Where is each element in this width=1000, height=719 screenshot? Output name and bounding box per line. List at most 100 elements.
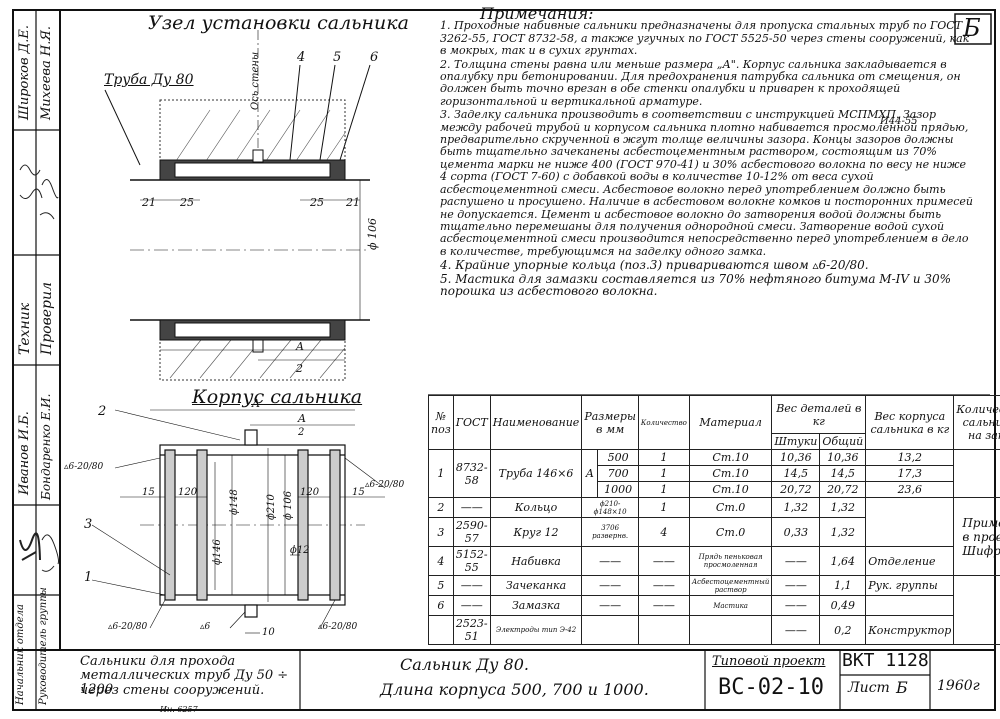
- weld-bottom-6: ▵6: [200, 622, 211, 632]
- sheet-number-box: Б: [963, 14, 981, 42]
- cell-name: Круг 12: [489, 517, 583, 547]
- dim-d106: ϕ 106: [283, 490, 294, 520]
- notes-annotation: И44-55: [880, 116, 918, 127]
- cell-a: 1000: [597, 481, 639, 498]
- cell-name: Электроды тип Э-42: [489, 615, 583, 645]
- cell-w2: 14,5: [819, 465, 867, 482]
- cell-size: [581, 615, 639, 645]
- cell-body: 17,3: [865, 465, 955, 482]
- cell-qty: ——: [637, 575, 690, 596]
- cell-order: [953, 449, 1000, 498]
- dim-a-half-den: 2: [298, 427, 305, 438]
- signatures: [19, 164, 59, 572]
- cell-w2: 10,36: [819, 449, 867, 466]
- cipher-label: Шифр: [962, 543, 1000, 558]
- wall-axis-label: Ось стены: [250, 51, 261, 110]
- dim-half-a: A: [296, 340, 304, 353]
- product-name: Сальник Ду 80.: [400, 655, 529, 674]
- dim-120-left: 120: [178, 487, 198, 498]
- th-material: Материал: [688, 395, 773, 450]
- cell-body: 23,6: [865, 481, 955, 498]
- cell-gost: ——: [452, 575, 491, 596]
- cell-w1: 1,32: [771, 497, 821, 518]
- cell-w2: 0,2: [819, 615, 867, 645]
- year: 1960г: [937, 678, 980, 694]
- cell-name: Зачеканка: [489, 575, 583, 596]
- note-1: 1. Проходные набивные сальники предназна…: [440, 19, 970, 58]
- cell-name: Труба 146×6: [489, 449, 583, 498]
- cell-mat: Мастика: [688, 595, 773, 616]
- cell-pos: 5: [428, 575, 454, 596]
- sheet-number: Б: [896, 678, 908, 697]
- dim-a: A: [252, 397, 260, 410]
- dim-d146: ϕ146: [212, 539, 223, 565]
- project-code: ВКТ 1128: [842, 650, 929, 671]
- cell-size: ϕ210-ϕ148×10: [581, 497, 639, 518]
- cell-gost: ——: [452, 497, 491, 518]
- table-row: 4 5152-55 Набивка —— —— Прядь пеньковая …: [428, 546, 1000, 576]
- th-size: Размеры в мм: [581, 395, 639, 450]
- cell-w2: 0,49: [819, 595, 867, 616]
- callout-6: 6: [370, 50, 379, 65]
- cell-qty: 1: [637, 497, 690, 518]
- cell-qty: 1: [637, 465, 690, 482]
- cell-pos: 4: [428, 546, 454, 576]
- th-pos: № поз: [428, 395, 454, 450]
- dim-d210: ϕ210: [266, 494, 277, 520]
- applied-in-project: Применен в проекте: [962, 515, 1000, 544]
- callout-3: 3: [84, 517, 93, 532]
- cell-body: Рук. группы: [865, 575, 955, 596]
- note-5: 5. Мастика для замазки составляется из 7…: [440, 271, 952, 298]
- th-order-qty: Количество сальников на заказ: [953, 395, 1000, 450]
- top-view-title: Узел установки сальника: [148, 12, 409, 34]
- cell-size: ——: [581, 575, 639, 596]
- cell-w1: 14,5: [771, 465, 821, 482]
- desc-line-2: через стены сооружений.: [80, 683, 265, 698]
- dim-half-a-den: 2: [296, 362, 303, 375]
- weld-bl: ▵6-20/80: [108, 622, 148, 632]
- cell-mat: Ст.10: [688, 449, 773, 466]
- pipe-label: Труба Ду 80: [104, 72, 194, 88]
- cell-gost: 2523-51: [452, 615, 491, 645]
- cell-body: [865, 595, 955, 616]
- callout-2: 2: [98, 404, 107, 419]
- body-view-title: Корпус сальника: [192, 386, 363, 408]
- cell-w1: 10,36: [771, 449, 821, 466]
- callout-5: 5: [333, 50, 342, 65]
- cell-body: Конструктор: [865, 615, 955, 645]
- dim-d148: ϕ148: [229, 489, 240, 515]
- spec-table: № поз ГОСТ Наименование Размеры в мм Кол…: [428, 395, 1000, 645]
- dim-left-gap: 21: [142, 196, 156, 209]
- cell-name: Кольцо: [489, 497, 583, 518]
- inventory-number: Ин. 6257: [160, 705, 198, 714]
- table-row: 5 —— Зачеканка —— —— Асбестоцементный ра…: [428, 575, 1000, 645]
- cell-gost: 5152-55: [452, 546, 491, 576]
- cell-w1: ——: [771, 615, 821, 645]
- cell-w1: ——: [771, 546, 821, 576]
- table-row: 700 1 Ст.10 14,5 14,5 17,3: [429, 465, 1000, 482]
- dim-10: 10: [262, 627, 275, 638]
- weld-tl: ▵6-20/80: [64, 462, 104, 472]
- desc-line-1: Сальники для прохода металлических труб …: [80, 654, 289, 697]
- cell-mat: Ст.0: [688, 517, 773, 547]
- cell-mat: Асбестоцементный раствор: [688, 575, 773, 596]
- cell-name: Набивка: [489, 546, 583, 576]
- th-w-total: Общий: [819, 433, 867, 450]
- cell-pos: 1: [428, 449, 454, 498]
- type-project-label: Типовой проект: [712, 654, 826, 669]
- dim-120-right: 120: [300, 487, 320, 498]
- weld-tr: ▵6-20/80: [365, 480, 405, 490]
- dim-right-gap: 21: [346, 196, 360, 209]
- cell-size: 3706 развернв.: [581, 517, 639, 547]
- th-weight: Вес деталей в кг: [771, 395, 867, 434]
- weld-br: ▵6-20/80: [318, 622, 358, 632]
- cell-qty: [637, 615, 690, 645]
- dim-15-right: 15: [352, 487, 365, 498]
- dim-left-len: 25: [180, 196, 194, 209]
- cell-w1: 0,33: [771, 517, 821, 547]
- callout-1: 1: [84, 570, 93, 585]
- cell-w2: 1,32: [819, 497, 867, 518]
- cell-body: 13,2: [865, 449, 955, 466]
- th-gost: ГОСТ: [452, 395, 491, 450]
- table-row: 1 8732-58 Труба 146×6 A 500 1 Ст.10 10,3…: [428, 449, 1000, 498]
